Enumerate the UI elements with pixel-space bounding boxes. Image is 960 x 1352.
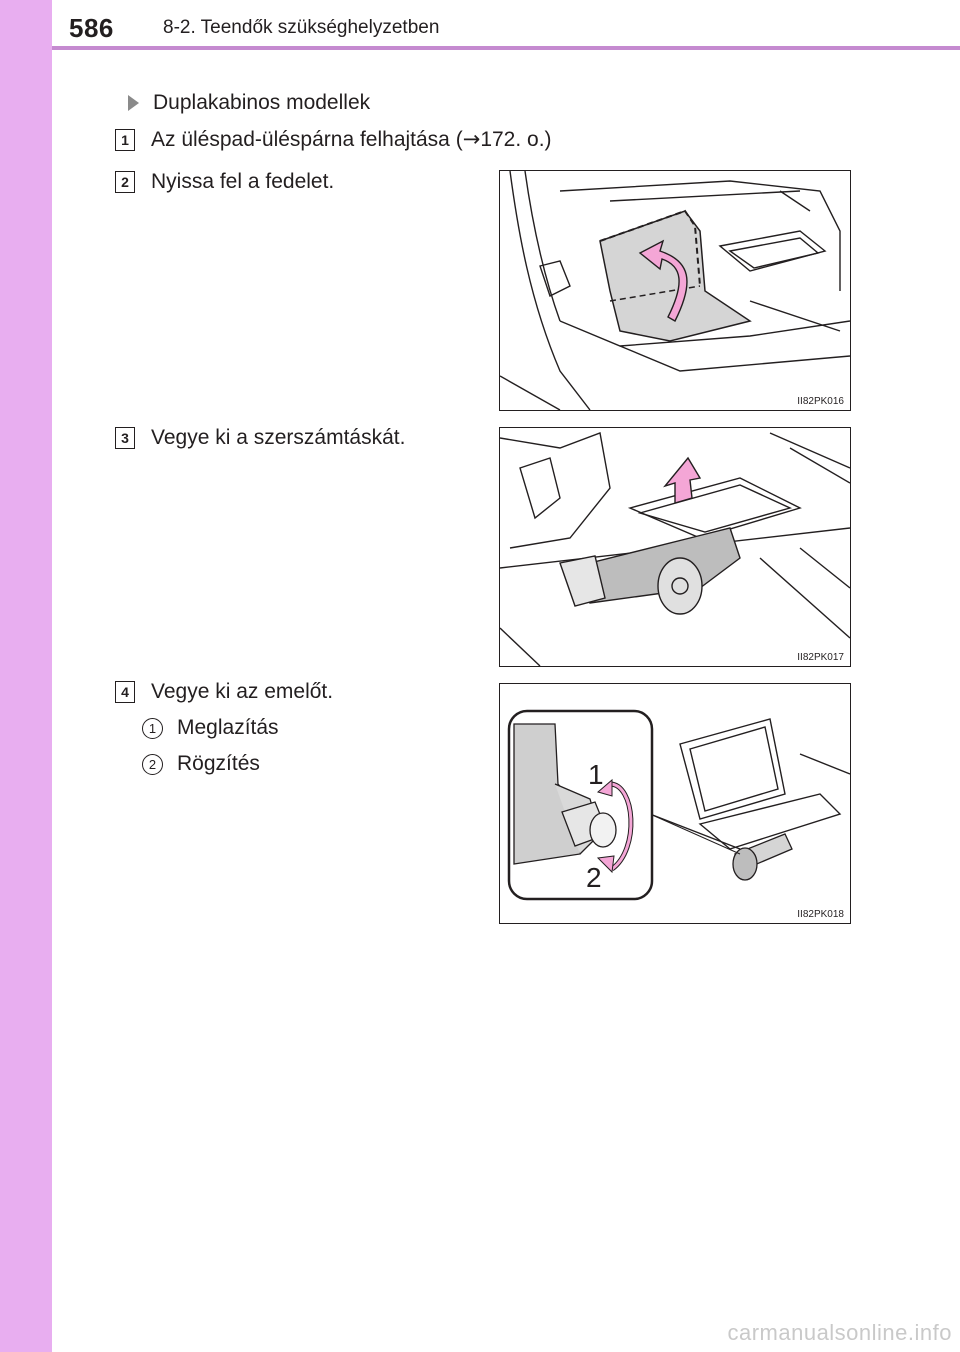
substep-text: Meglazítás: [177, 716, 279, 739]
arrow-ref-icon: →: [462, 127, 481, 151]
callout-1: 1: [588, 759, 604, 790]
watermark: carmanualsonline.info: [727, 1320, 952, 1345]
figure-code: II82PK018: [797, 909, 844, 920]
tool-bag-illustration: [500, 432, 850, 666]
figure-code: II82PK017: [797, 652, 844, 663]
step-text: Vegye ki a szerszámtáskát.: [151, 426, 406, 449]
callout-2: 2: [586, 862, 602, 893]
substep-2: 2 Rögzítés: [142, 752, 260, 776]
figure-open-cover: II82PK016: [499, 170, 851, 411]
section-bullet: Duplakabinos modellek: [128, 91, 370, 115]
section-bullet-text: Duplakabinos modellek: [153, 91, 371, 114]
step-number: 4: [115, 681, 135, 703]
step-2: 2 Nyissa fel a fedelet.: [115, 170, 334, 194]
step-text: Vegye ki az emelőt.: [151, 680, 334, 703]
step-number: 2: [115, 171, 135, 193]
step-4: 4 Vegye ki az emelőt.: [115, 680, 333, 704]
figure-tool-bag: II82PK017: [499, 427, 851, 667]
figure-code: II82PK016: [797, 396, 844, 407]
side-tab: [0, 0, 52, 1352]
substep-1: 1 Meglazítás: [142, 716, 279, 740]
step-number: 3: [115, 427, 135, 449]
header-rule: [52, 46, 960, 50]
substep-text: Rögzítés: [177, 752, 260, 775]
step-number: 1: [115, 128, 135, 151]
chapter-title: 8-2. Teendők szükséghelyzetben: [163, 17, 440, 38]
substep-number: 2: [142, 753, 163, 775]
step-1: 1 Az üléspad-üléspárna felhajtása (→172.…: [115, 127, 552, 152]
step-3: 3 Vegye ki a szerszámtáskát.: [115, 426, 405, 450]
substep-number: 1: [142, 717, 163, 739]
step-text: Nyissa fel a fedelet.: [151, 170, 335, 193]
figure-jack: 1 2 II82PK018: [499, 683, 851, 924]
jack-illustration: 1 2: [507, 709, 850, 901]
step-text: Az üléspad-üléspárna felhajtása (→172. o…: [151, 127, 552, 152]
step-text-part: Az üléspad-üléspárna felhajtása (: [151, 128, 463, 151]
cover-illustration: [500, 171, 850, 410]
step-text-part: 172. o.): [480, 128, 552, 151]
triangle-bullet-icon: [128, 95, 139, 111]
page-number: 586: [69, 13, 114, 43]
